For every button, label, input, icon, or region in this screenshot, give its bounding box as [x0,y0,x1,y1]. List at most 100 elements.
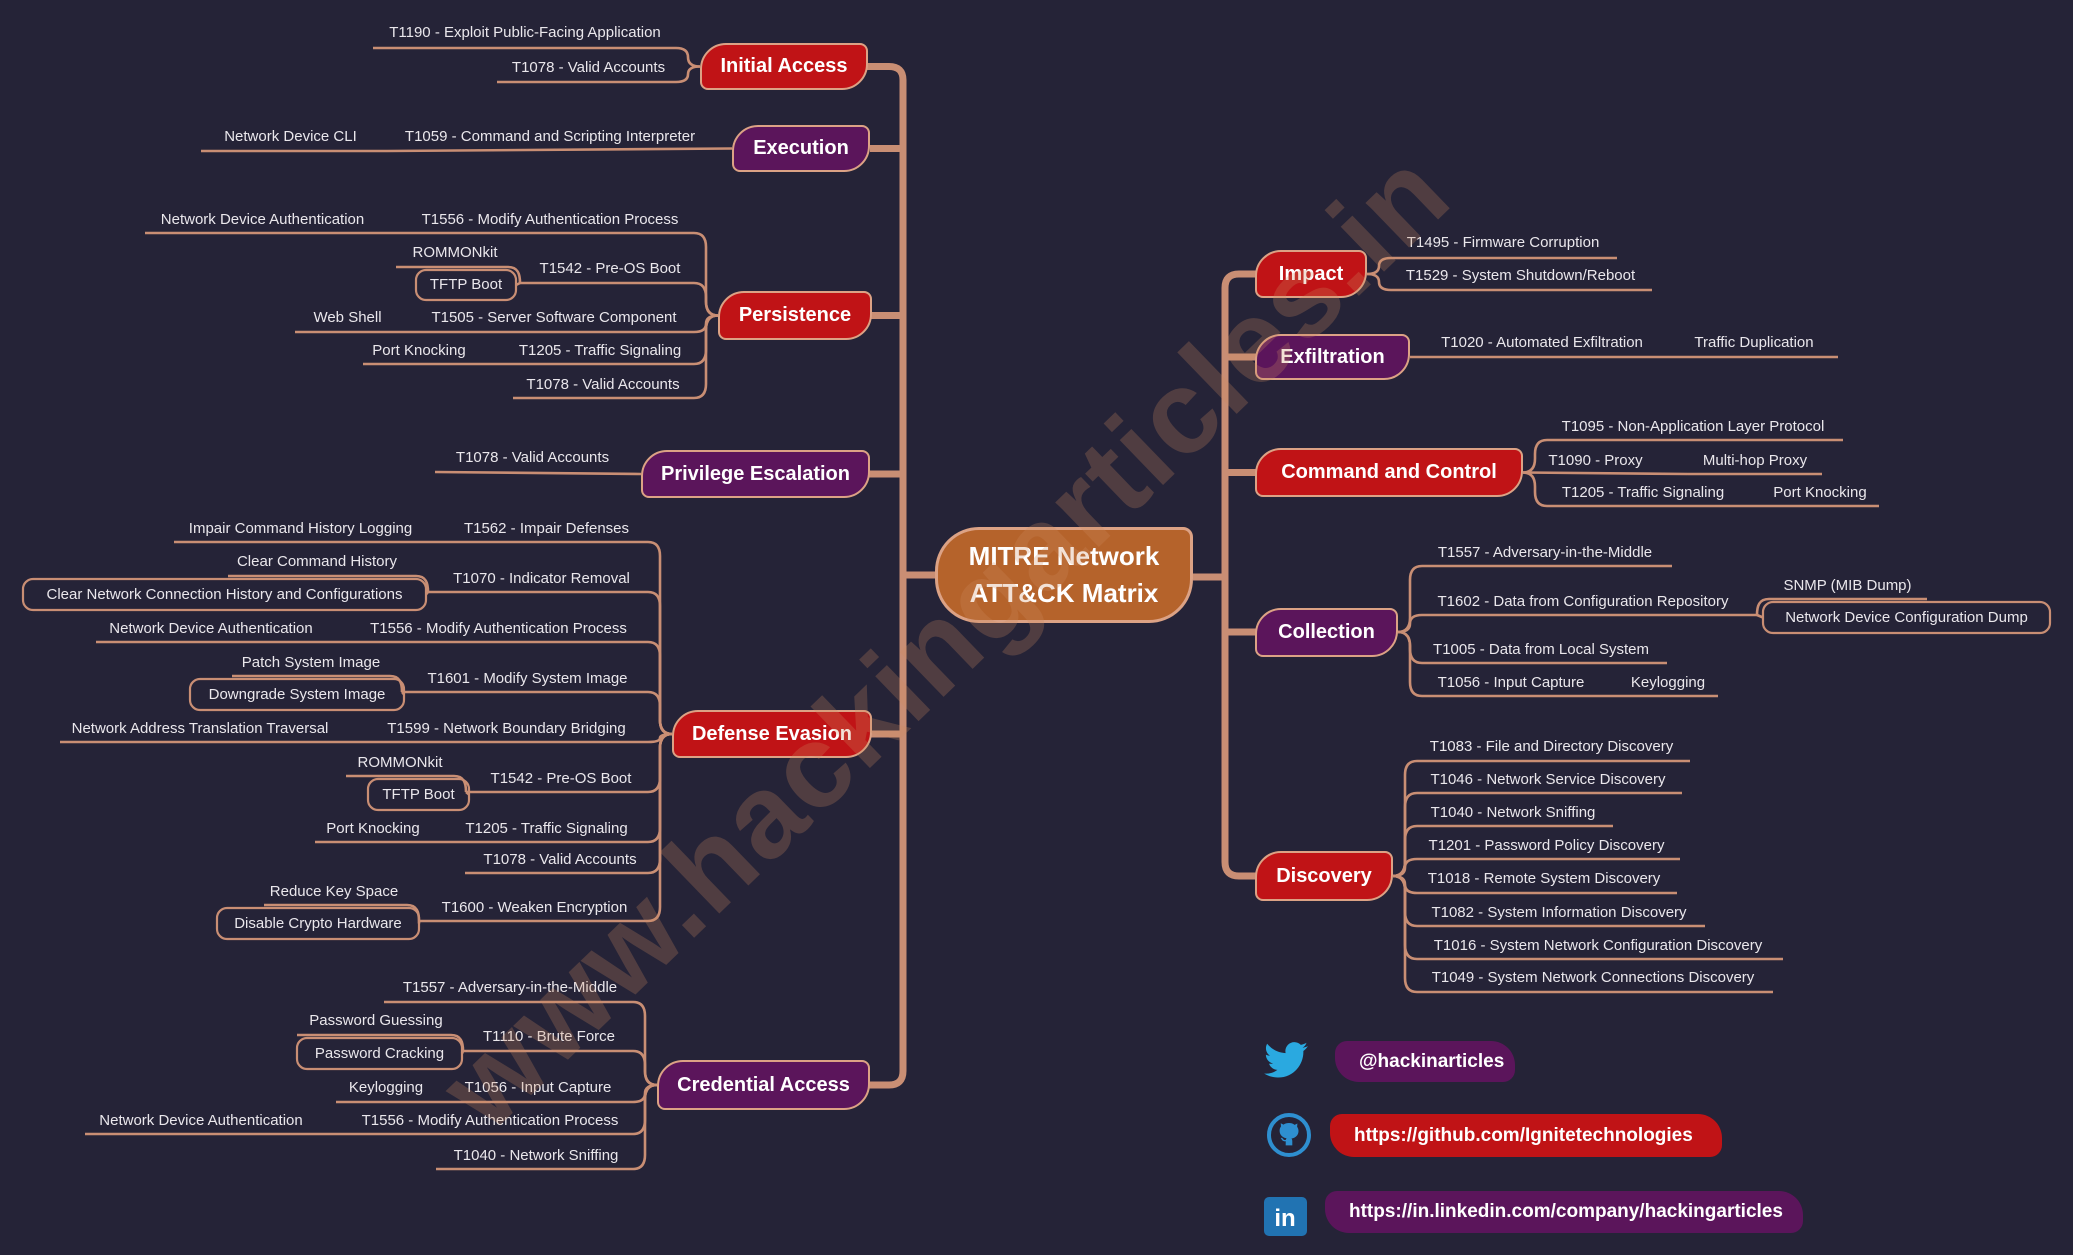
category-execution[interactable]: Execution [732,125,870,172]
central-topic-line1: MITRE Network [968,541,1160,571]
social-link-https-in-linkedin-com-company-hackingarticles[interactable]: https://in.linkedin.com/company/hackinga… [1325,1191,1803,1233]
topic-network-address-translation-traversal[interactable]: Network Address Translation Traversal [71,720,329,737]
linkedin-icon[interactable]: in [1264,1197,1307,1241]
topic-t1542-pre-os-boot[interactable]: T1542 - Pre-OS Boot [539,260,681,277]
topic-t1562-impair-defenses[interactable]: T1562 - Impair Defenses [463,520,630,537]
topic-password-cracking[interactable]: Password Cracking [314,1045,445,1062]
topic-t1090-proxy[interactable]: T1090 - Proxy [1548,452,1643,469]
topic-t1110-brute-force[interactable]: T1110 - Brute Force [483,1028,615,1045]
category-discovery[interactable]: Discovery [1255,851,1393,901]
line-t1602-data-from-configuration-repository [1397,613,1757,634]
category-privilege-escalation[interactable]: Privilege Escalation [641,450,870,498]
topic-keylogging[interactable]: Keylogging [1630,674,1706,691]
topic-t1190-exploit-public-facing-application[interactable]: T1190 - Exploit Public-Facing Applicatio… [389,24,661,41]
topic-port-knocking[interactable]: Port Knocking [326,820,420,837]
topic-t1556-modify-authentication-process[interactable]: T1556 - Modify Authentication Process [421,211,679,228]
topic-network-device-authentication[interactable]: Network Device Authentication [109,620,313,637]
social-link-hackinarticles[interactable]: @hackinarticles [1335,1041,1515,1082]
topic-t1599-network-boundary-bridging[interactable]: T1599 - Network Boundary Bridging [387,720,626,737]
topic-t1040-network-sniffing[interactable]: T1040 - Network Sniffing [1430,804,1596,821]
topic-t1557-adversary-in-the-middle[interactable]: T1557 - Adversary-in-the-Middle [402,979,618,996]
topic-t1505-server-software-component[interactable]: T1505 - Server Software Component [431,309,677,326]
topic-t1078-valid-accounts[interactable]: T1078 - Valid Accounts [455,449,610,466]
topic-t1495-firmware-corruption[interactable]: T1495 - Firmware Corruption [1406,234,1600,251]
line-t1110-brute-force [463,1049,658,1087]
topic-t1557-adversary-in-the-middle[interactable]: T1557 - Adversary-in-the-Middle [1437,544,1653,561]
category-defense-evasion[interactable]: Defense Evasion [672,710,872,758]
line-t1095-non-application-layer-protocol [1522,438,1843,474]
line-t1049-system-network-connections-discovery [1392,874,1773,994]
line-t1078-valid-accounts [434,470,642,476]
topic-t1083-file-and-directory-discovery[interactable]: T1083 - File and Directory Discovery [1429,738,1674,755]
topic-t1078-valid-accounts[interactable]: T1078 - Valid Accounts [526,376,680,393]
category-command-and-control[interactable]: Command and Control [1255,448,1523,497]
topic-t1601-modify-system-image[interactable]: T1601 - Modify System Image [427,670,628,687]
topic-port-knocking[interactable]: Port Knocking [372,342,466,359]
topic-t1529-system-shutdown-reboot[interactable]: T1529 - System Shutdown/Reboot [1405,267,1636,284]
topic-t1556-modify-authentication-process[interactable]: T1556 - Modify Authentication Process [370,620,627,637]
category-exfiltration[interactable]: Exfiltration [1255,334,1410,380]
topic-tftp-boot[interactable]: TFTP Boot [429,276,503,293]
topic-t1201-password-policy-discovery[interactable]: T1201 - Password Policy Discovery [1428,837,1665,854]
topic-reduce-key-space[interactable]: Reduce Key Space [269,883,399,900]
topic-port-knocking[interactable]: Port Knocking [1773,484,1867,501]
line-clear-command-history [228,574,430,593]
topic-network-device-authentication[interactable]: Network Device Authentication [160,211,365,228]
topic-t1049-system-network-connections-discovery[interactable]: T1049 - System Network Connections Disco… [1431,969,1755,986]
topic-t1018-remote-system-discovery[interactable]: T1018 - Remote System Discovery [1427,870,1661,887]
topic-t1056-input-capture[interactable]: T1056 - Input Capture [464,1079,612,1096]
topic-impair-command-history-logging[interactable]: Impair Command History Logging [188,520,413,537]
topic-traffic-duplication[interactable]: Traffic Duplication [1694,334,1814,351]
topic-downgrade-system-image[interactable]: Downgrade System Image [208,686,386,703]
topic-t1040-network-sniffing[interactable]: T1040 - Network Sniffing [453,1147,619,1164]
category-credential-access[interactable]: Credential Access [657,1060,870,1110]
social-link-https-github-com-ignitetechnologies[interactable]: https://github.com/Ignitetechnologies [1330,1114,1722,1157]
category-initial-access[interactable]: Initial Access [700,43,868,90]
category-collection[interactable]: Collection [1255,608,1398,657]
topic-t1205-traffic-signaling[interactable]: T1205 - Traffic Signaling [465,820,628,837]
topic-network-device-configuration-dump[interactable]: Network Device Configuration Dump [1785,609,2028,626]
topic-network-device-authentication[interactable]: Network Device Authentication [99,1112,303,1129]
line-t1190-exploit-public-facing-application [373,46,701,68]
twitter-icon[interactable] [1264,1038,1308,1083]
topic-disable-crypto-hardware[interactable]: Disable Crypto Hardware [234,915,402,932]
topic-rommonkit[interactable]: ROMMONkit [357,754,443,771]
topic-web-shell[interactable]: Web Shell [313,309,382,326]
topic-snmp-mib-dump[interactable]: SNMP (MIB Dump) [1783,577,1912,594]
line-t1600-weaken-encryption [419,732,673,923]
topic-t1205-traffic-signaling[interactable]: T1205 - Traffic Signaling [1561,484,1725,501]
category-persistence[interactable]: Persistence [718,291,872,340]
topic-t1205-traffic-signaling[interactable]: T1205 - Traffic Signaling [518,342,682,359]
topic-tftp-boot[interactable]: TFTP Boot [382,786,455,803]
topic-t1078-valid-accounts[interactable]: T1078 - Valid Accounts [483,851,637,868]
github-icon[interactable] [1265,1111,1313,1164]
topic-t1016-system-network-configuration-discovery[interactable]: T1016 - System Network Configuration Dis… [1433,937,1763,954]
topic-t1070-indicator-removal[interactable]: T1070 - Indicator Removal [453,570,630,587]
topic-clear-network-connection-history-and-configurations[interactable]: Clear Network Connection History and Con… [46,586,403,603]
topic-t1082-system-information-discovery[interactable]: T1082 - System Information Discovery [1431,904,1687,921]
topic-t1020-automated-exfiltration[interactable]: T1020 - Automated Exfiltration [1441,334,1643,351]
topic-t1600-weaken-encryption[interactable]: T1600 - Weaken Encryption [441,899,628,916]
topic-password-guessing[interactable]: Password Guessing [309,1012,443,1029]
stub-network-device-configuration-dump [1756,613,1764,619]
topic-rommonkit[interactable]: ROMMONkit [412,244,498,261]
topic-t1005-data-from-local-system[interactable]: T1005 - Data from Local System [1433,641,1649,658]
category-impact[interactable]: Impact [1255,250,1367,298]
topic-t1542-pre-os-boot[interactable]: T1542 - Pre-OS Boot [490,770,632,787]
topic-t1602-data-from-configuration-repository[interactable]: T1602 - Data from Configuration Reposito… [1437,593,1729,610]
topic-t1078-valid-accounts[interactable]: T1078 - Valid Accounts [511,59,666,76]
topic-t1046-network-service-discovery[interactable]: T1046 - Network Service Discovery [1430,771,1666,788]
topic-patch-system-image[interactable]: Patch System Image [241,654,381,671]
topic-clear-command-history[interactable]: Clear Command History [236,553,398,570]
trunk-right [1221,270,1256,880]
topic-keylogging[interactable]: Keylogging [348,1079,424,1096]
topic-t1059-command-and-scripting-interpreter[interactable]: T1059 - Command and Scripting Interprete… [404,128,696,145]
topic-t1556-modify-authentication-process[interactable]: T1556 - Modify Authentication Process [361,1112,619,1129]
topic-multi-hop-proxy[interactable]: Multi-hop Proxy [1702,452,1808,469]
line-t1078-valid-accounts [497,65,701,84]
topic-t1056-input-capture[interactable]: T1056 - Input Capture [1437,674,1585,691]
topic-t1095-non-application-layer-protocol[interactable]: T1095 - Non-Application Layer Protocol [1561,418,1825,435]
topic-network-device-cli[interactable]: Network Device CLI [224,128,357,145]
